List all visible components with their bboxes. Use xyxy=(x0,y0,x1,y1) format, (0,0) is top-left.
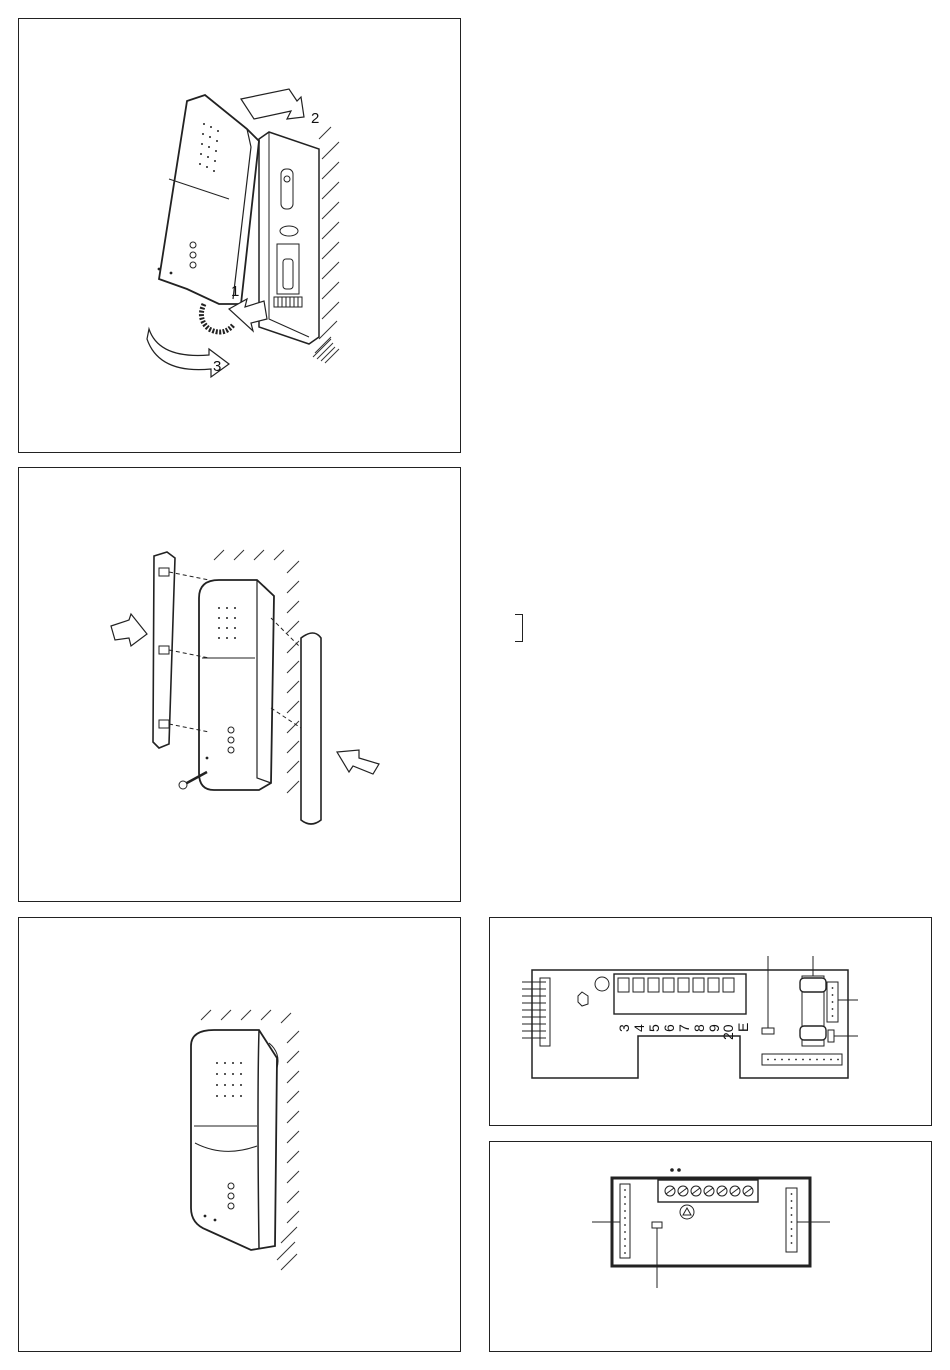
panel-mount-on-wall-plate: 1 2 3 xyxy=(18,18,461,453)
terminal-label-E: E xyxy=(736,1023,750,1032)
terminal-label-4: 4 xyxy=(632,1024,646,1032)
step-label-1: 1 xyxy=(231,284,239,299)
illustration-mount-steps xyxy=(19,19,462,454)
terminal-label-8: 8 xyxy=(692,1024,706,1032)
terminal-label-9: 9 xyxy=(707,1024,721,1032)
step-label-3: 3 xyxy=(213,359,221,374)
terminal-label-7: 7 xyxy=(677,1024,691,1032)
step-label-2: 2 xyxy=(311,111,319,126)
terminal-label-6: 6 xyxy=(662,1024,676,1032)
panel-attach-side-covers xyxy=(18,467,461,902)
illustration-circuit-board-main xyxy=(490,918,933,1127)
illustration-assembled-unit xyxy=(19,918,462,1353)
panel-assembled-unit xyxy=(18,917,461,1352)
terminal-label-20: 20 xyxy=(721,1024,735,1040)
bracket-mark xyxy=(515,614,523,642)
panel-circuit-board-secondary xyxy=(489,1141,932,1352)
terminal-label-5: 5 xyxy=(647,1024,661,1032)
illustration-circuit-board-secondary xyxy=(490,1142,933,1353)
panel-circuit-board-main: 3 4 5 6 7 8 9 20 E xyxy=(489,917,932,1126)
terminal-label-3: 3 xyxy=(617,1024,631,1032)
illustration-side-covers xyxy=(19,468,462,903)
